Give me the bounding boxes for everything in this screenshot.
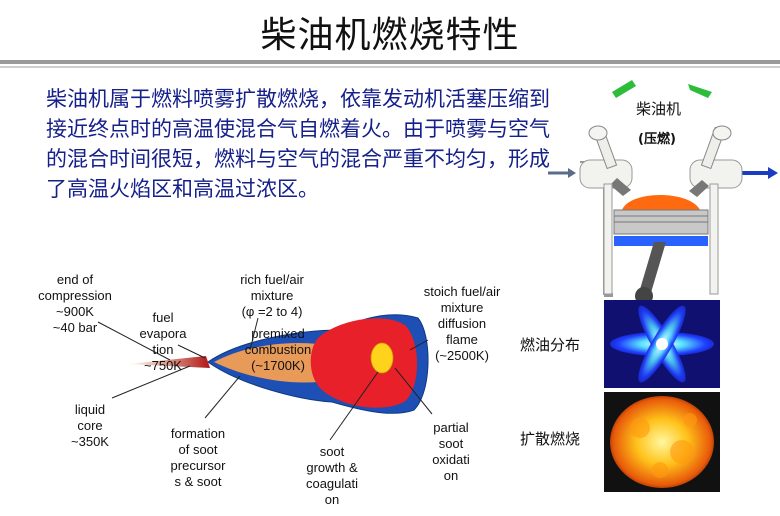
flame-premixed-plume <box>214 342 324 383</box>
title-divider-thin <box>0 66 780 68</box>
flame-yellow-core <box>370 342 394 374</box>
page-title: 柴油机燃烧特性 <box>260 15 520 56</box>
diffusion-combustion-label: 扩散燃烧 <box>520 430 581 448</box>
fuel-distribution-label: 燃油分布 <box>520 336 581 354</box>
engine-label: 柴油机 <box>636 100 682 118</box>
description-paragraph: 柴油机属于燃料喷雾扩散燃烧，依靠发动机活塞压缩到接近终点时的高温使混合气自燃着火… <box>46 87 550 201</box>
engine-schematic <box>548 80 778 305</box>
title-divider <box>0 60 780 64</box>
fuel-distribution-image <box>604 300 720 388</box>
diffusion-combustion-image <box>604 392 720 492</box>
flame-red-head <box>310 318 418 408</box>
engine-sublabel: (压燃) <box>638 132 676 147</box>
fuel-spray-jet <box>128 356 210 368</box>
